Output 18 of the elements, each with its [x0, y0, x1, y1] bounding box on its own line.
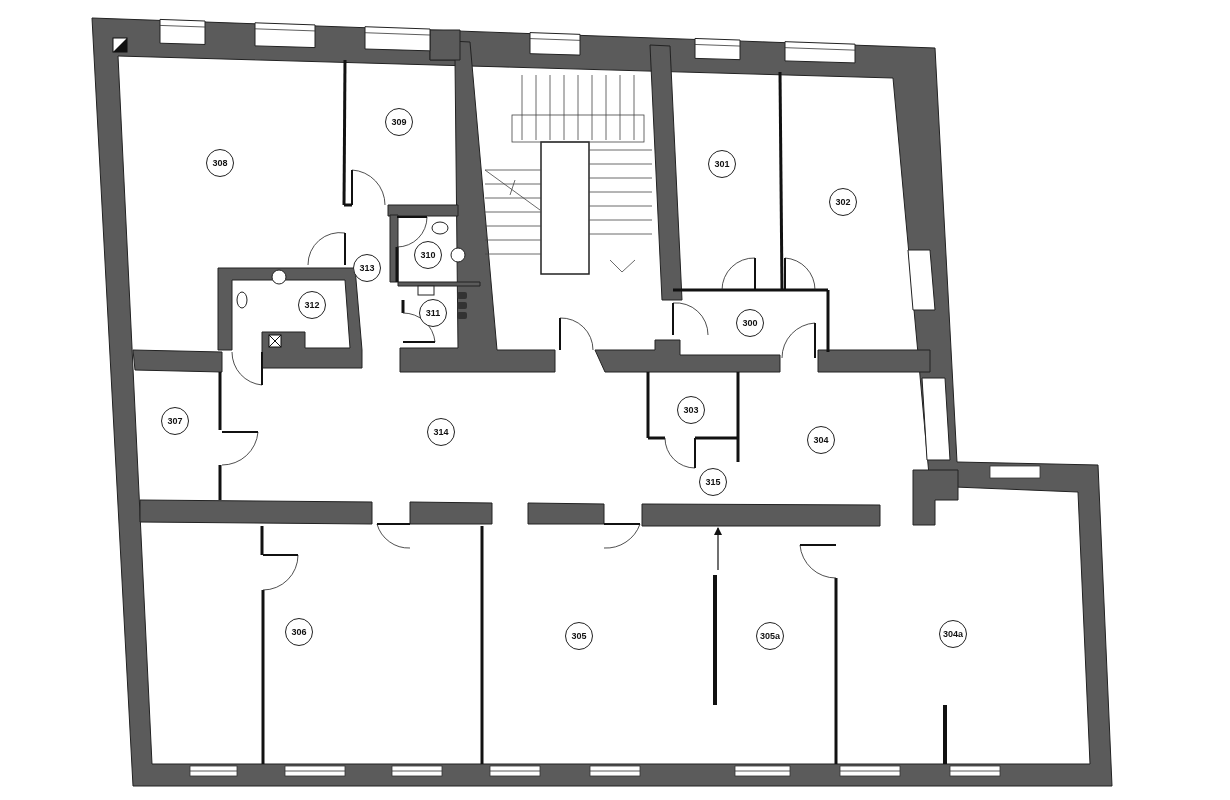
- room-number: 301: [708, 150, 736, 178]
- room-number: 309: [385, 108, 413, 136]
- room-number: 310: [414, 241, 442, 269]
- room-number: 303: [677, 396, 705, 424]
- room-number: 305: [565, 622, 593, 650]
- room-number: 313: [353, 254, 381, 282]
- room-number: 308: [206, 149, 234, 177]
- room-number: 306: [285, 618, 313, 646]
- room-number: 312: [298, 291, 326, 319]
- room-number: 315: [699, 468, 727, 496]
- room-number: 307: [161, 407, 189, 435]
- room-number: 305a: [756, 622, 784, 650]
- room-number: 304: [807, 426, 835, 454]
- room-number: 300: [736, 309, 764, 337]
- room-number: 314: [427, 418, 455, 446]
- room-number: 311: [419, 299, 447, 327]
- room-number: 302: [829, 188, 857, 216]
- room-number: 304a: [939, 620, 967, 648]
